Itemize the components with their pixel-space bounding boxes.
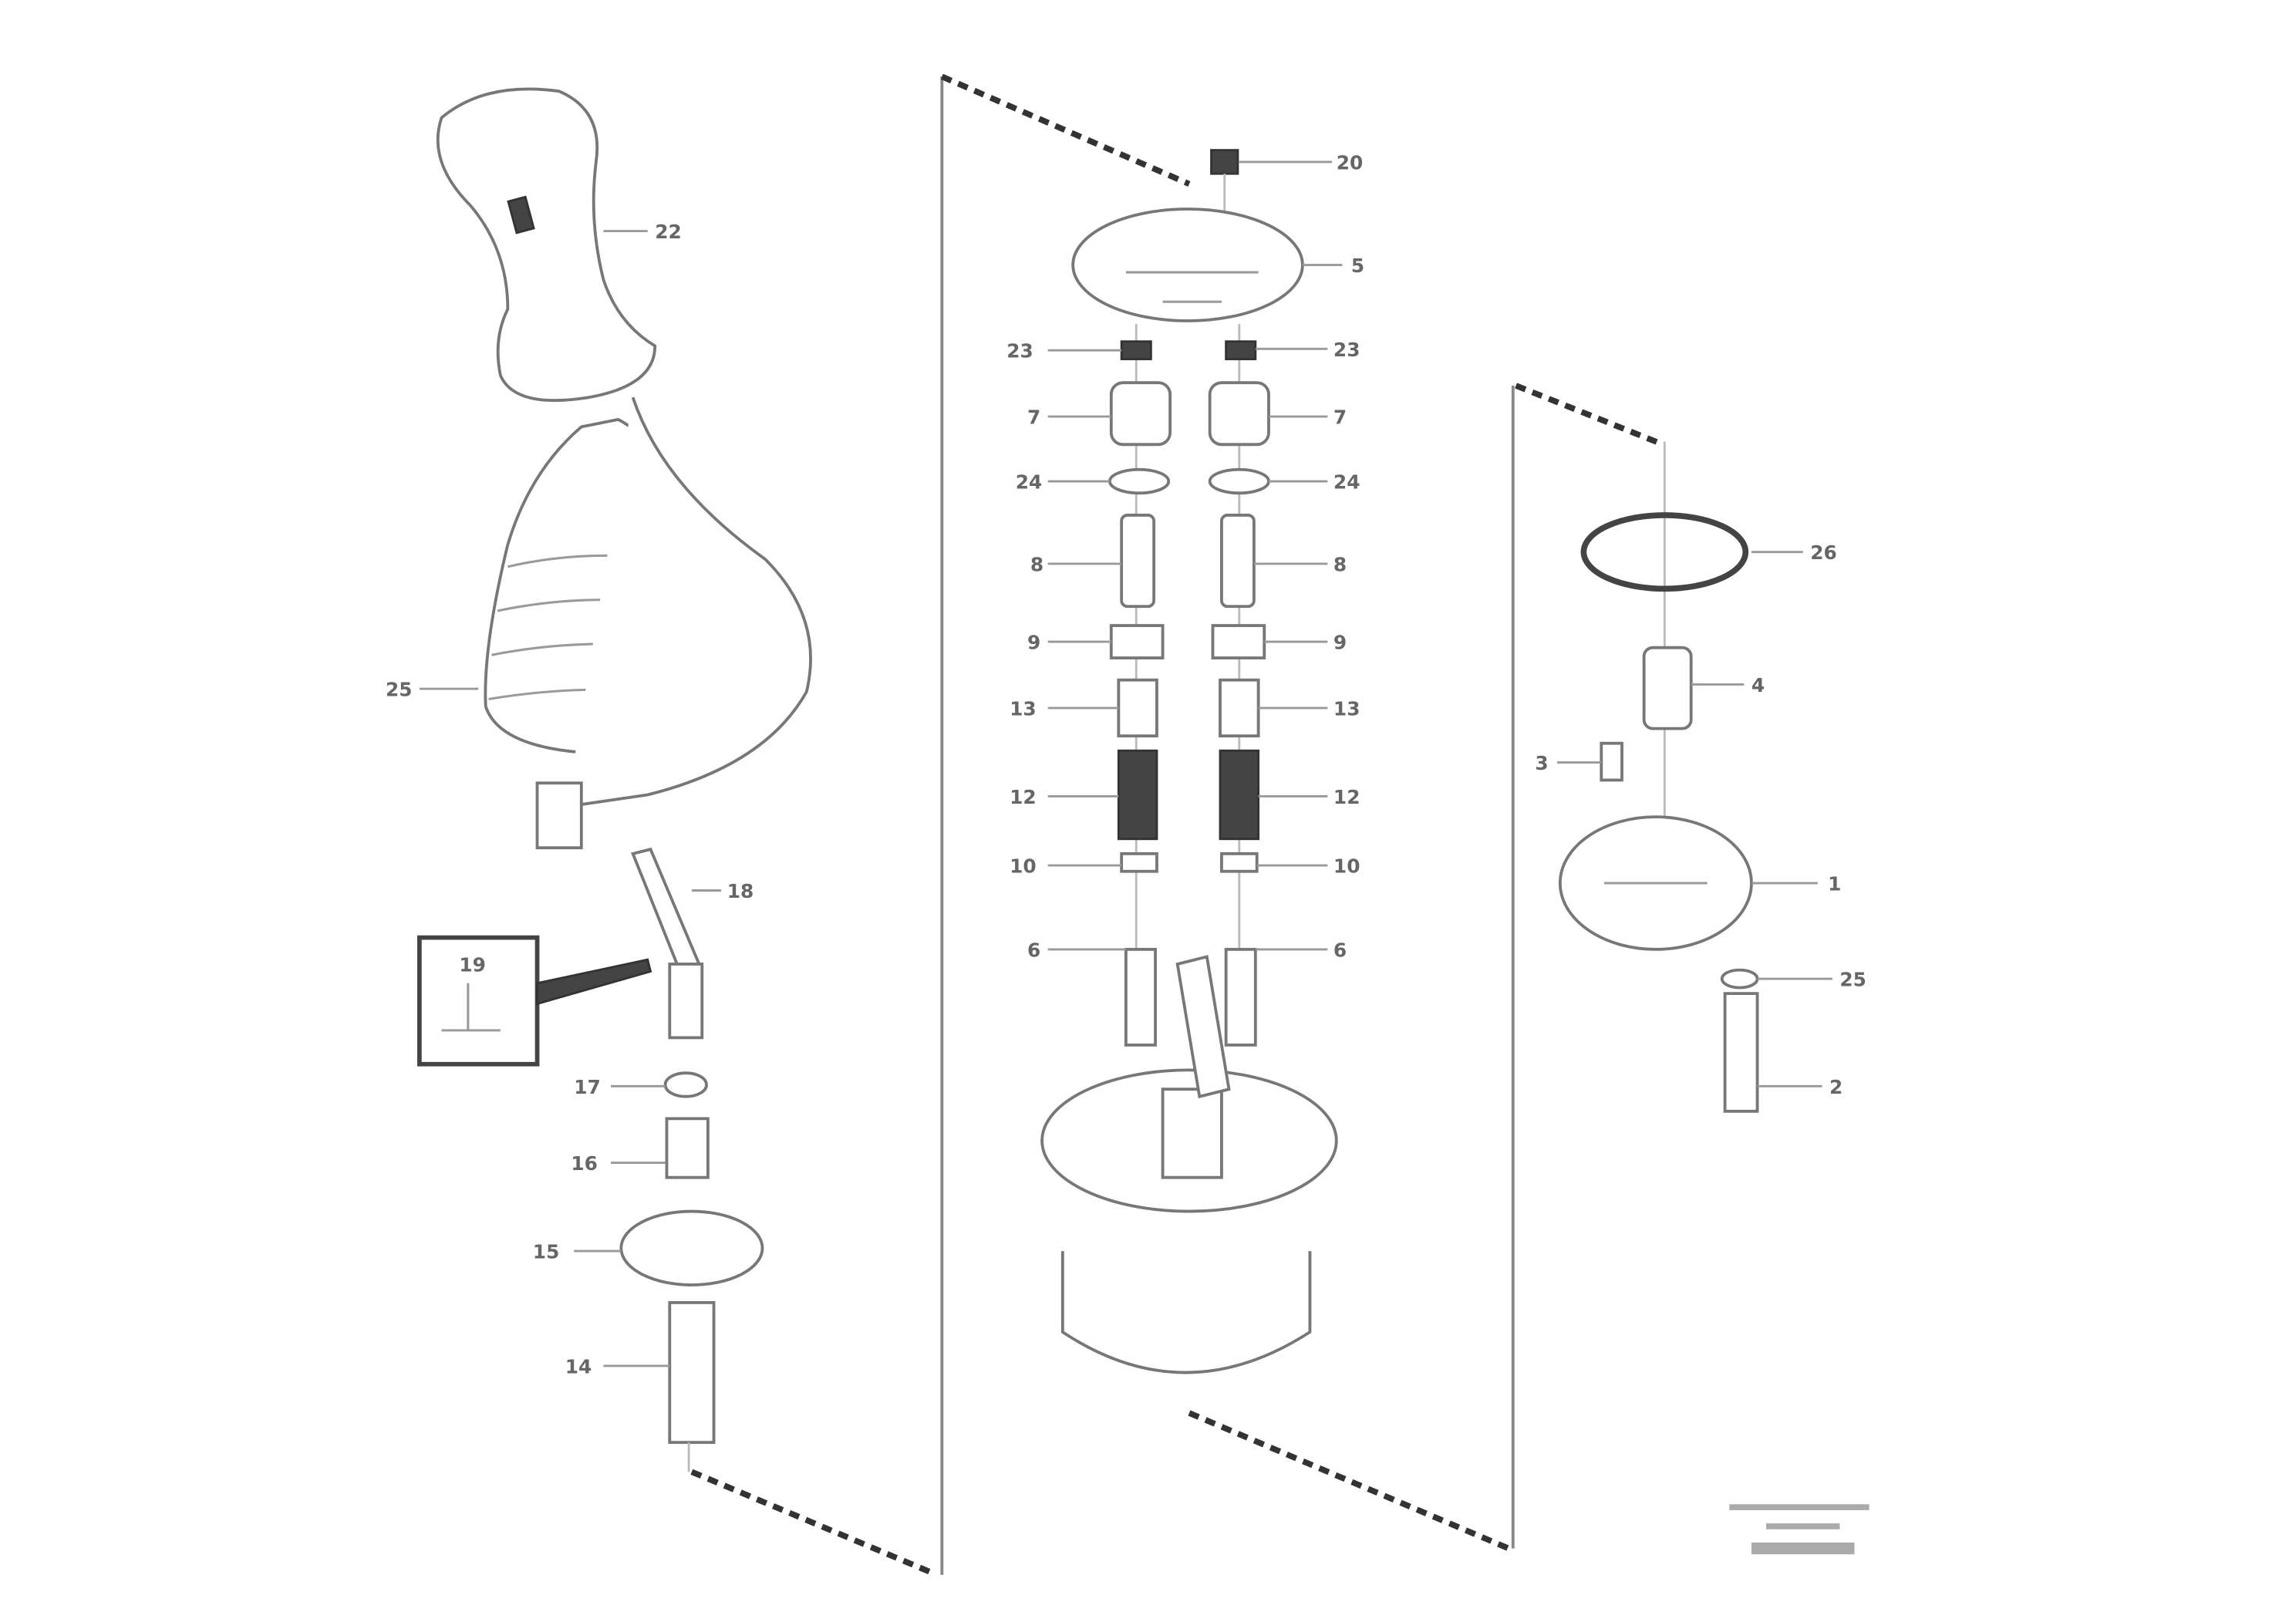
- top-plate: [1071, 207, 1304, 322]
- label-5: 5: [1351, 255, 1364, 277]
- label-24-left: 24: [1016, 471, 1043, 494]
- label-6-left: 6: [1027, 939, 1040, 961]
- right-column: [1208, 323, 1270, 1047]
- label-9-right: 9: [1333, 632, 1347, 654]
- label-8-right: 8: [1333, 553, 1347, 575]
- o-ring: [1580, 512, 1749, 592]
- label-23-left: 23: [1006, 340, 1033, 363]
- base-assembly: [1558, 441, 1759, 1113]
- label-14: 14: [565, 1355, 592, 1378]
- label-22: 22: [655, 221, 682, 243]
- housing: [1060, 1251, 1312, 1374]
- label-17: 17: [574, 1076, 601, 1098]
- label-9-left: 9: [1027, 632, 1040, 654]
- left-column: [1108, 323, 1172, 1047]
- label-26: 26: [1810, 541, 1837, 564]
- label-20: 20: [1337, 151, 1364, 174]
- label-18: 18: [727, 880, 754, 902]
- label-10-left: 10: [1010, 855, 1037, 878]
- label-25: 25: [386, 679, 413, 701]
- label-4: 4: [1752, 674, 1765, 696]
- connector: [535, 781, 583, 850]
- label-16: 16: [571, 1152, 598, 1175]
- cap: [619, 1209, 764, 1286]
- label-13-right: 13: [1333, 697, 1360, 720]
- label-24-right: 24: [1333, 471, 1360, 494]
- label-25-right: 25: [1839, 969, 1866, 991]
- label-15: 15: [533, 1241, 560, 1263]
- label-2: 2: [1829, 1076, 1843, 1098]
- label-1: 1: [1828, 873, 1841, 895]
- label-3: 3: [1535, 752, 1548, 774]
- handle-grip: [436, 87, 657, 403]
- label-13-left: 13: [1010, 697, 1037, 720]
- cable: [566, 396, 812, 808]
- label-7-right: 7: [1333, 406, 1347, 429]
- drawing-reference: [1729, 1504, 1870, 1555]
- label-6-right: 6: [1333, 939, 1347, 961]
- label-7-left: 7: [1027, 406, 1040, 429]
- label-inset: 19: [459, 954, 486, 976]
- label-8-left: 8: [1030, 553, 1043, 575]
- lever: [630, 847, 701, 973]
- assembly-frames: [690, 73, 1664, 1575]
- leader-lines: [419, 160, 1832, 1367]
- label-23-right: 23: [1333, 339, 1360, 361]
- valve-assembly: [1040, 149, 1338, 1374]
- handle-assembly: 19: [417, 87, 812, 1472]
- inset-box: [417, 935, 540, 1067]
- label-12-left: 12: [1010, 786, 1037, 808]
- label-12-right: 12: [1333, 786, 1360, 808]
- label-10-right: 10: [1333, 855, 1360, 878]
- part-labels: 22 25 18 17 16 15 14 20 5 23 23 7 7 24 2…: [386, 151, 1866, 1378]
